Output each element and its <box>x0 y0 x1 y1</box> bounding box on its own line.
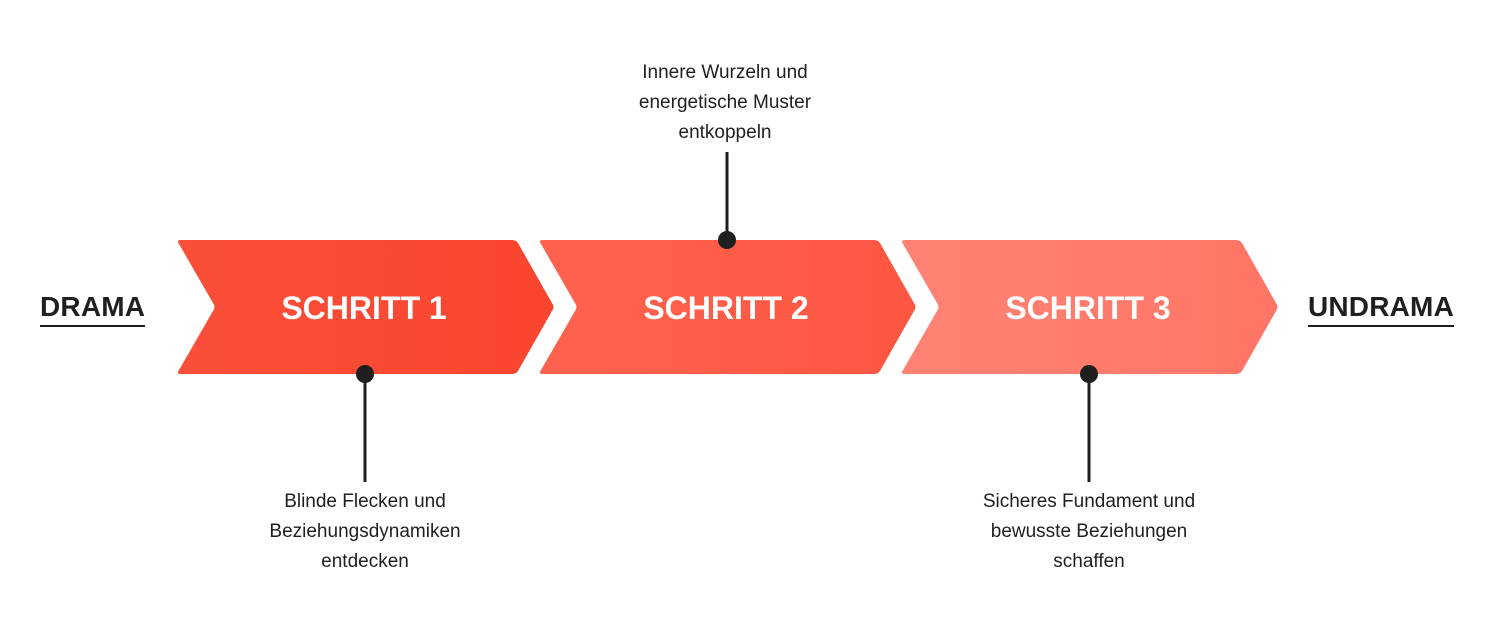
step-1-description-line: entdecken <box>321 551 409 572</box>
start-label: DRAMA <box>40 290 146 327</box>
step-3-description-line: Sicheres Fundament und <box>982 491 1196 512</box>
step-3-description-line: bewusste Beziehungen <box>990 521 1188 542</box>
chevron-step-3 <box>901 240 1278 374</box>
step-3-label: SCHRITT 3 <box>1005 290 1171 326</box>
step-2-description-line: Innere Wurzeln und <box>642 62 808 83</box>
step-1-description: Blinde Flecken und Beziehungsdynamiken e… <box>215 487 515 577</box>
step-2-description-line: energetische Muster <box>638 92 812 113</box>
step-2-description: Innere Wurzeln und energetische Muster e… <box>575 58 875 148</box>
chevron-step-2 <box>539 240 916 374</box>
step-3-description: Sicheres Fundament und bewusste Beziehun… <box>939 487 1239 577</box>
step-1-description-line: Beziehungsdynamiken <box>269 521 461 542</box>
step-1-description-line: Blinde Flecken und <box>284 491 446 512</box>
step-3-description-line: schaffen <box>1053 551 1125 572</box>
step-2-label: SCHRITT 2 <box>643 290 809 326</box>
connector-dot-step-1 <box>356 365 374 383</box>
step-2-description-line: entkoppeln <box>678 122 772 143</box>
end-label: UNDRAMA <box>1307 290 1454 327</box>
step-1-label: SCHRITT 1 <box>281 290 447 326</box>
connector-dot-step-3 <box>1080 365 1098 383</box>
chevron-step-1 <box>177 240 554 374</box>
connector-dot-step-2 <box>718 231 736 249</box>
